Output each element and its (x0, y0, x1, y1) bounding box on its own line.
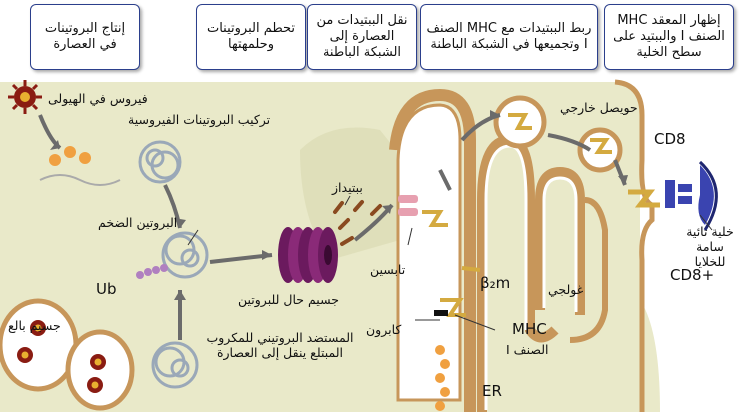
label-phago-antigen: المستضد البروتيني للمكروب المبتلع ينقل إ… (206, 330, 354, 360)
step-box-protein-production: إنتاج البروتينات في العصارة (30, 4, 140, 70)
phagosome-virus-icons (17, 320, 106, 393)
ubiquitin-chain (136, 264, 168, 279)
arrow-heads (50, 110, 628, 300)
golgi-stack-1 (477, 134, 559, 412)
phagosome-left (0, 298, 79, 392)
step-box-peptide-mhc-binding: ربط الببتيدات مع MHC الصنف I وتجميعها في… (420, 4, 598, 70)
virus-icon (8, 80, 42, 114)
er-membrane (389, 88, 476, 412)
step-box-surface-display: إظهار المعقد MHC الصنف I والببتيد على سط… (604, 4, 734, 70)
cd8-receptor-icon (665, 180, 692, 208)
label-ub: Ub (96, 280, 117, 298)
b2m-icon (461, 266, 481, 272)
t-cell-icon (698, 165, 714, 225)
label-ctl: خلية تائية سامة للخلايا (686, 224, 734, 269)
step-box-peptide-transport: نقل الببتيدات من العصارة إلى الشبكة البا… (307, 4, 417, 70)
peptide-fragments (333, 200, 382, 246)
tap-transporter-icon (398, 195, 418, 216)
large-protein-tangle (161, 231, 209, 279)
label-mhc-class: الصنف I (506, 342, 549, 357)
label-mhc: MHC (512, 320, 547, 338)
phago-protein-tangle (151, 341, 199, 389)
label-cd8plus: CD8+ (670, 266, 715, 284)
viral-protein-tangle (138, 140, 182, 184)
label-er: ER (482, 382, 502, 400)
label-golgi: غولجي (548, 282, 584, 297)
pointer-lines (187, 195, 713, 331)
label-viral-protein-synthesis: تركيب البروتينات الفيروسية (128, 112, 271, 127)
calnexin-icon (434, 310, 448, 316)
step-box-protein-degradation: تحطم البروتينات وحلمهتها (196, 4, 306, 70)
label-large-protein: البروتين الضخم (98, 215, 178, 230)
label-b2m: β₂m (480, 274, 511, 292)
label-peptides: ببتيداز (332, 180, 363, 195)
mhc-complex-vesicle (508, 113, 612, 154)
label-tapasin: تابسين (370, 262, 406, 277)
label-virus: فيروس في الهيولى (48, 91, 148, 106)
surface-mhc-icon (628, 189, 660, 208)
phagosome-right (65, 329, 135, 411)
label-proteasome: جسيم حال للبروتين (238, 292, 339, 307)
golgi-stack-2 (535, 166, 585, 315)
label-cd8: CD8 (654, 130, 686, 148)
mhc-complex-er (422, 210, 466, 317)
ribosome-icons (39, 146, 121, 186)
er-ribosomes-icon (435, 345, 450, 411)
label-phagosome: جسيم بالع (8, 318, 61, 333)
label-exocytic-vesicle: حويصل خارجي (560, 100, 638, 115)
proteasome-icon (278, 227, 338, 283)
label-calnexin: كابرون (366, 322, 402, 337)
